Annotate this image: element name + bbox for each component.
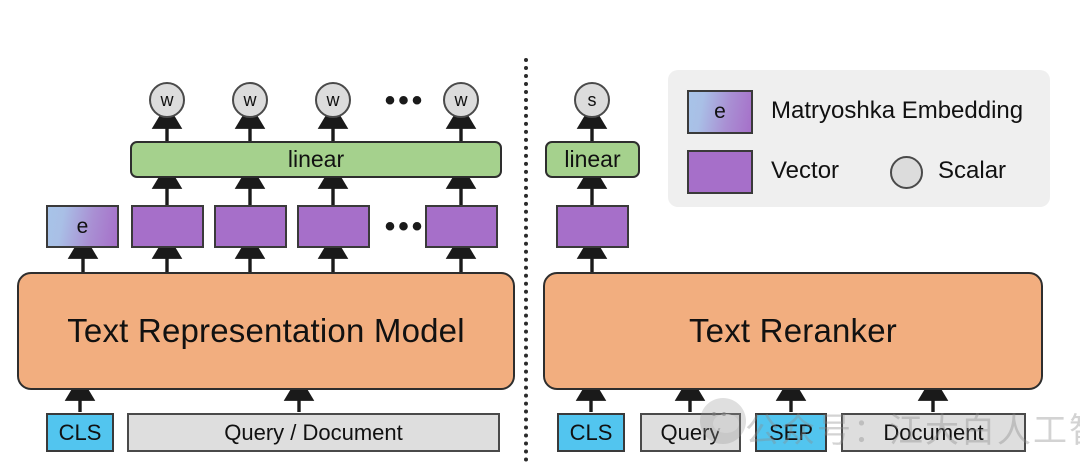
vector-box-1 xyxy=(131,205,204,248)
text-reranker-block: Text Reranker xyxy=(543,272,1043,390)
matryoshka-embedding-label: e xyxy=(76,214,89,238)
legend-swatch-matryoshka: e xyxy=(687,90,753,134)
output-token-1: w xyxy=(232,82,268,118)
input-token-cls-left: CLS xyxy=(46,413,114,452)
legend-swatch-label: e xyxy=(714,100,726,123)
vector-box-2 xyxy=(214,205,287,248)
linear-layer-representation: linear xyxy=(130,141,502,178)
output-token-3: w xyxy=(443,82,479,118)
watermark-dot-icon xyxy=(722,412,726,416)
text-representation-model-label: Text Representation Model xyxy=(67,312,465,349)
input-token-cls-right: CLS xyxy=(557,413,625,452)
legend-swatch-vector xyxy=(687,150,753,194)
panel-divider xyxy=(524,58,528,462)
matryoshka-embedding-box: e xyxy=(46,205,119,248)
output-token-2: w xyxy=(315,82,351,118)
output-token-label: w xyxy=(160,89,174,110)
vector-box-3 xyxy=(297,205,370,248)
output-token-label: w xyxy=(326,89,340,110)
output-scalar-s: s xyxy=(574,82,610,118)
output-token-label: w xyxy=(454,89,468,110)
output-scalar-label: s xyxy=(587,89,597,110)
output-token-0: w xyxy=(149,82,185,118)
watermark-badge-icon xyxy=(700,398,746,444)
input-token-label: CLS xyxy=(58,419,102,445)
input-token-label: Document xyxy=(883,419,984,445)
legend-swatch-scalar xyxy=(890,156,923,189)
input-token-label: Query xyxy=(660,419,721,445)
linear-layer-reranker: linear xyxy=(545,141,640,178)
linear-layer-label: linear xyxy=(287,146,345,172)
text-representation-model-block: Text Representation Model xyxy=(17,272,515,390)
input-token-label: CLS xyxy=(569,419,613,445)
input-token-document: Document xyxy=(841,413,1026,452)
legend-label-vector: Vector xyxy=(771,157,840,184)
legend-panel: e Matryoshka Embedding Vector Scalar xyxy=(668,70,1050,207)
vector-box-reranker xyxy=(556,205,629,248)
vector-box-4 xyxy=(425,205,498,248)
output-token-label: w xyxy=(243,89,257,110)
watermark-dot-icon xyxy=(712,412,716,416)
legend-label-scalar: Scalar xyxy=(938,157,1007,184)
legend-label-matryoshka: Matryoshka Embedding xyxy=(771,97,1024,124)
output-ellipsis: ••• xyxy=(384,84,426,117)
watermark-text: 公众号：江大白人工智能 xyxy=(745,412,1080,450)
input-token-label: Query / Document xyxy=(224,419,403,445)
input-token-query-document: Query / Document xyxy=(127,413,500,452)
text-reranker-label: Text Reranker xyxy=(688,312,897,349)
vector-ellipsis: ••• xyxy=(384,210,426,243)
input-token-label: SEP xyxy=(768,419,814,445)
linear-layer-label: linear xyxy=(564,146,621,172)
input-token-sep: SEP xyxy=(755,413,827,452)
